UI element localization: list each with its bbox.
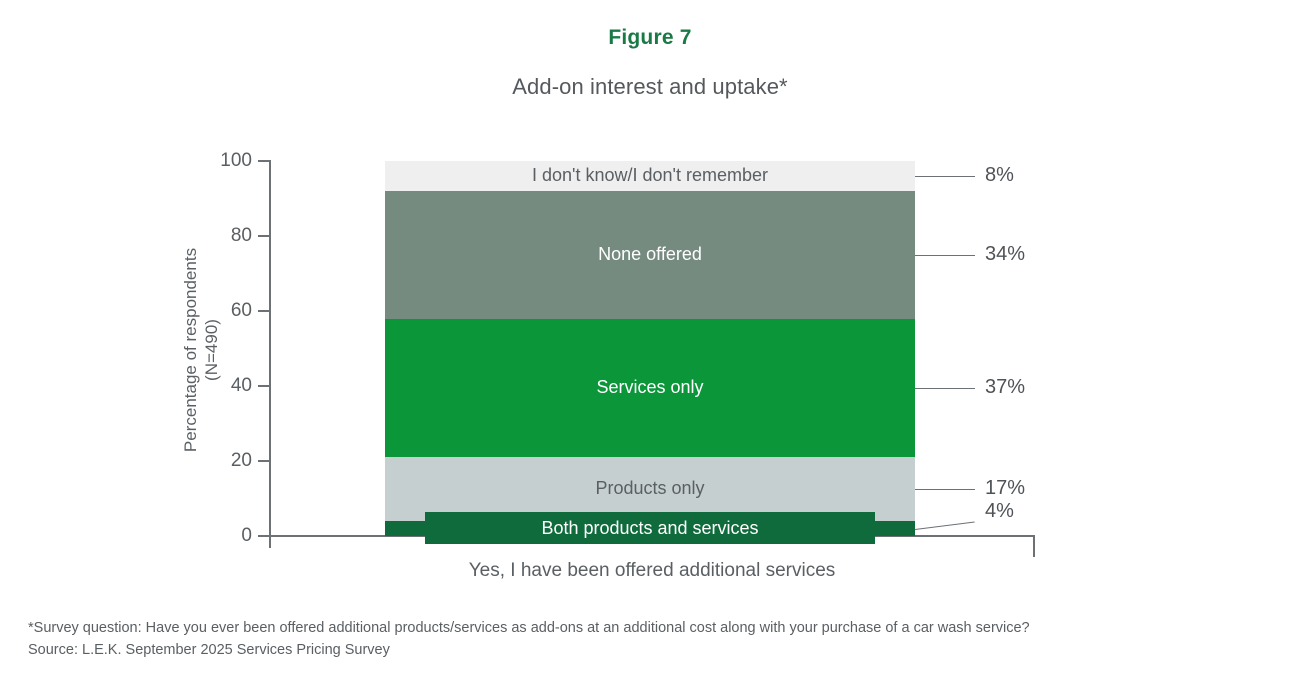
leader-line-37pct <box>915 388 975 389</box>
bar-segment-label: I don't know/I don't remember <box>532 165 768 186</box>
chart-title: Add-on interest and uptake* <box>512 74 788 99</box>
bar-segment-label: Products only <box>595 478 705 499</box>
y-axis-tick-label-80: 80 <box>230 225 252 246</box>
y-axis-tick-20 <box>258 460 271 462</box>
y-axis-tick-40 <box>258 385 271 387</box>
y-axis-tick-0 <box>258 535 271 537</box>
value-label-none-offered: 34% <box>985 242 1026 265</box>
leader-line-8pct <box>915 176 975 177</box>
value-label-both-products-and-services: 4% <box>985 500 1014 522</box>
value-label-i-don-t-know-i-don-t-remember: 8% <box>985 164 1014 186</box>
y-axis-tick-60 <box>258 310 271 312</box>
leader-line-34pct <box>915 255 975 256</box>
bar-segment-label: None offered <box>598 243 702 264</box>
y-axis-tick-label-100: 100 <box>220 150 252 171</box>
y-axis-tick-100 <box>258 160 271 162</box>
y-axis-line <box>269 161 271 537</box>
bar-segment-i-don-t-know-i-don-t-remember[interactable]: I don't know/I don't remember <box>385 161 915 191</box>
y-axis-tick-label-60: 60 <box>230 300 252 321</box>
y-axis-title: Percentage of respondents (N=490) <box>180 150 223 550</box>
leader-line-4pct <box>915 521 975 530</box>
y-axis-tick-80 <box>258 235 271 237</box>
y-axis-title-line1: Percentage of respondents <box>181 247 200 453</box>
bar-segment-none-offered[interactable]: None offered <box>385 191 915 319</box>
x-axis-bracket-right <box>1033 535 1035 557</box>
value-label-services-only: 37% <box>985 375 1026 398</box>
stacked-bar[interactable]: Products only Services only None offered I … <box>385 161 915 536</box>
value-label-products-only: 17% <box>985 477 1026 500</box>
y-axis-origin-tail <box>269 535 271 548</box>
segment-label-both-products-and-services: Both products and services <box>425 512 875 544</box>
footnote-survey-question: *Survey question: Have you ever been off… <box>28 620 1030 636</box>
leader-line-17pct <box>915 489 975 490</box>
bar-segment-label: Services only <box>596 376 704 397</box>
figure-label: Figure 7 <box>608 26 692 49</box>
footnotes: *Survey question: Have you ever been off… <box>28 618 1030 662</box>
y-axis-tick-label-0: 0 <box>241 525 252 546</box>
x-axis-category-label: Yes, I have been offered additional serv… <box>468 560 836 581</box>
bar-segment-products-only[interactable]: Products only <box>385 457 915 521</box>
y-axis-tick-label-20: 20 <box>230 450 252 471</box>
y-axis-title-line2: (N=490) <box>202 319 222 381</box>
bar-segment-services-only[interactable]: Services only <box>385 318 915 458</box>
y-axis-tick-label-40: 40 <box>230 375 252 396</box>
footnote-source: Source: L.E.K. September 2025 Services P… <box>28 641 390 658</box>
